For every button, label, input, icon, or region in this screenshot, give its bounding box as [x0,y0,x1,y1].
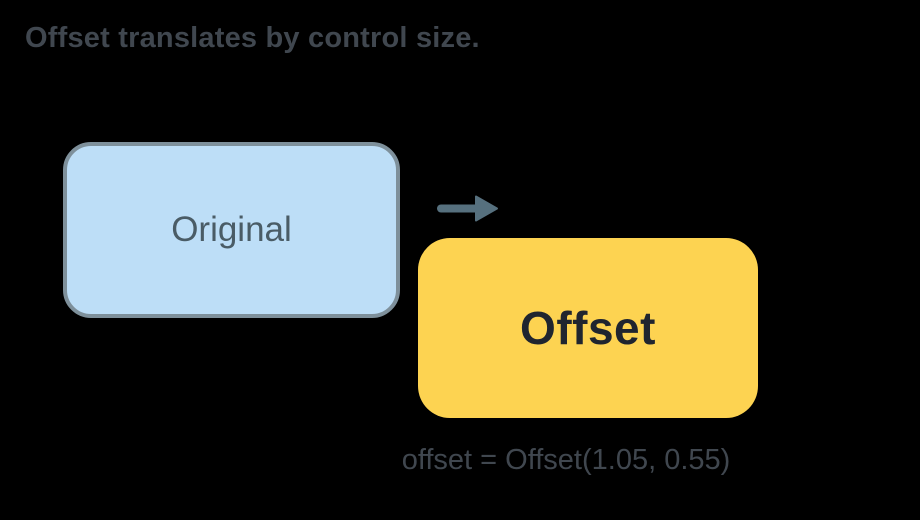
page-title: Offset translates by control size. [25,22,480,54]
offset-box: Offset [418,238,758,418]
offset-formula-caption: offset = Offset(1.05, 0.55) [401,444,731,476]
original-box: Original [63,142,400,318]
original-box-label: Original [171,210,292,249]
offset-box-label: Offset [520,302,656,354]
right-arrow-icon [437,195,498,222]
